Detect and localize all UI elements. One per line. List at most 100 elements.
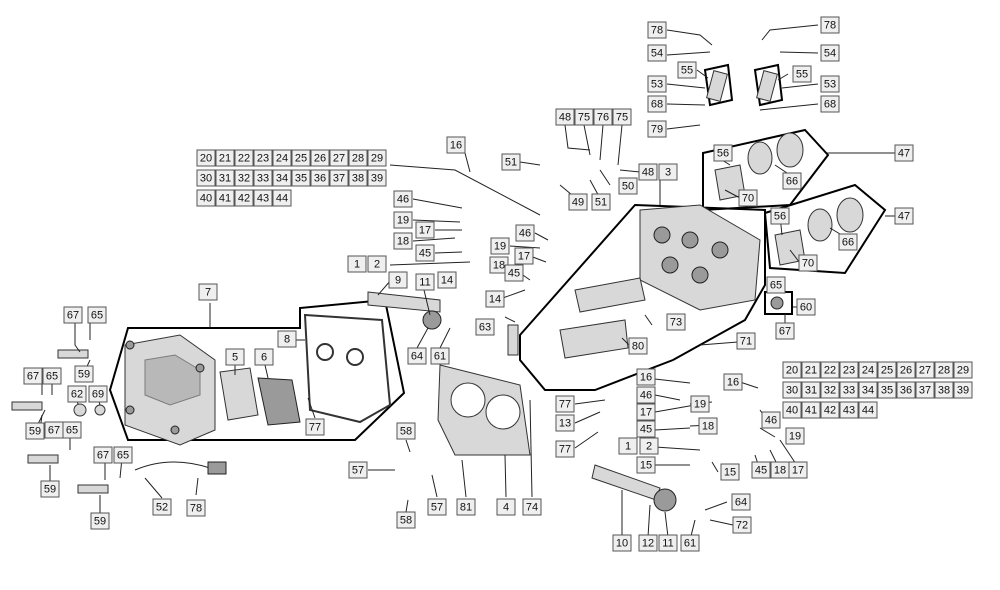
camshaft-left bbox=[367, 291, 441, 313]
callout-box bbox=[782, 381, 802, 399]
callout-number: 17 bbox=[792, 465, 804, 477]
seal-69 bbox=[94, 404, 106, 416]
callout-number: 49 bbox=[572, 197, 584, 209]
callout-box bbox=[347, 255, 367, 273]
callout-box bbox=[393, 190, 413, 208]
callout-box bbox=[666, 313, 686, 331]
breather-filter bbox=[257, 377, 301, 426]
intake-boot-upper bbox=[747, 141, 773, 175]
callout-box bbox=[555, 108, 575, 126]
callout-number: 14 bbox=[441, 275, 453, 287]
callout-number: 55 bbox=[681, 65, 693, 77]
callout-number: 35 bbox=[881, 385, 893, 397]
callout-box bbox=[766, 276, 786, 294]
callout-box bbox=[820, 381, 840, 399]
callout-59: 59 bbox=[90, 512, 110, 530]
callout-box bbox=[761, 411, 781, 429]
callout-number: 68 bbox=[824, 99, 836, 111]
callout-35: 35 bbox=[877, 381, 897, 399]
callout-65: 65 bbox=[766, 276, 786, 294]
callout-box bbox=[736, 332, 756, 350]
callout-number: 25 bbox=[881, 365, 893, 377]
callout-18: 18 bbox=[698, 417, 718, 435]
callout-22: 22 bbox=[234, 149, 254, 167]
callout-number: 1 bbox=[625, 441, 631, 453]
callout-number: 64 bbox=[411, 351, 423, 363]
callout-number: 51 bbox=[595, 197, 607, 209]
callout-22: 22 bbox=[820, 361, 840, 379]
callout-16: 16 bbox=[636, 368, 656, 386]
callout-number: 65 bbox=[66, 425, 78, 437]
callout-42: 42 bbox=[820, 401, 840, 419]
callout-number: 40 bbox=[786, 405, 798, 417]
callout-number: 61 bbox=[684, 538, 696, 550]
callout-number: 54 bbox=[651, 48, 663, 60]
callout-box bbox=[522, 498, 542, 516]
callout-number: 37 bbox=[919, 385, 931, 397]
callout-17: 17 bbox=[514, 247, 534, 265]
callout-number: 59 bbox=[94, 516, 106, 528]
callout-box bbox=[254, 348, 274, 366]
callout-box bbox=[430, 347, 450, 365]
callout-box bbox=[504, 264, 524, 282]
callout-17: 17 bbox=[636, 403, 656, 421]
callout-number: 53 bbox=[824, 79, 836, 91]
callout-number: 15 bbox=[724, 467, 736, 479]
callout-box bbox=[310, 149, 330, 167]
callout-box bbox=[877, 361, 897, 379]
callout-box bbox=[618, 437, 638, 455]
callout-70: 70 bbox=[798, 254, 818, 272]
callout-72: 72 bbox=[732, 516, 752, 534]
callout-box bbox=[751, 461, 771, 479]
callout-box bbox=[40, 480, 60, 498]
callout-30: 30 bbox=[782, 381, 802, 399]
callout-box bbox=[437, 271, 457, 289]
callout-box bbox=[647, 75, 667, 93]
callout-number: 41 bbox=[219, 193, 231, 205]
callout-number: 81 bbox=[460, 502, 472, 514]
callout-number: 35 bbox=[295, 173, 307, 185]
valve-cover-gasket bbox=[303, 313, 392, 424]
callout-box bbox=[801, 401, 821, 419]
callout-box bbox=[820, 401, 840, 419]
callout-70: 70 bbox=[738, 189, 758, 207]
callout-number: 29 bbox=[957, 365, 969, 377]
callout-61: 61 bbox=[680, 534, 700, 552]
callout-14: 14 bbox=[437, 271, 457, 289]
callout-box bbox=[838, 233, 858, 251]
sensor-52 bbox=[207, 461, 227, 475]
cam-sprocket-left bbox=[422, 310, 442, 330]
callout-39: 39 bbox=[367, 169, 387, 187]
callout-number: 18 bbox=[397, 236, 409, 248]
clamp-lower bbox=[836, 197, 864, 233]
callout-55: 55 bbox=[677, 61, 697, 79]
callout-51: 51 bbox=[501, 153, 521, 171]
callout-box bbox=[393, 232, 413, 250]
callout-box bbox=[636, 420, 656, 438]
callout-number: 18 bbox=[493, 260, 505, 272]
callout-number: 30 bbox=[200, 173, 212, 185]
callout-number: 67 bbox=[97, 450, 109, 462]
callout-48: 48 bbox=[555, 108, 575, 126]
callout-number: 33 bbox=[257, 173, 269, 185]
callout-box bbox=[74, 365, 94, 383]
callout-40: 40 bbox=[196, 189, 216, 207]
callout-1: 1 bbox=[347, 255, 367, 273]
callout-number: 11 bbox=[419, 277, 430, 289]
callout-number: 70 bbox=[742, 193, 754, 205]
callout-box bbox=[515, 224, 535, 242]
callout-number: 20 bbox=[786, 365, 798, 377]
callout-56: 56 bbox=[770, 207, 790, 225]
callout-number: 48 bbox=[559, 112, 571, 124]
callout-number: 45 bbox=[755, 465, 767, 477]
callout-44: 44 bbox=[272, 189, 292, 207]
callout-number: 65 bbox=[91, 310, 103, 322]
callout-number: 10 bbox=[616, 538, 628, 550]
callout-number: 45 bbox=[508, 268, 520, 280]
rocker-shaft-80 bbox=[559, 319, 629, 359]
callout-number: 56 bbox=[774, 211, 786, 223]
callout-number: 52 bbox=[156, 502, 168, 514]
callout-box bbox=[896, 361, 916, 379]
callout-36: 36 bbox=[310, 169, 330, 187]
callout-number: 28 bbox=[938, 365, 950, 377]
